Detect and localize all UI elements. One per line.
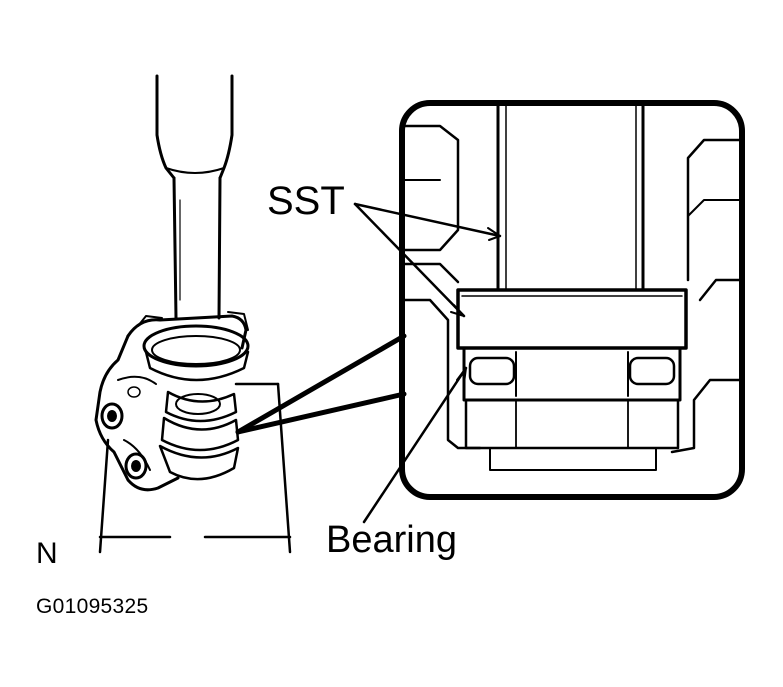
workbench-block	[98, 382, 292, 554]
magnified-view	[399, 100, 745, 500]
bearing-label: Bearing	[326, 519, 457, 561]
sst-tool	[456, 101, 688, 350]
figure-code-label: G01095325	[36, 595, 149, 618]
steering-gear-housing	[94, 311, 250, 492]
sst-leader-lines	[353, 202, 502, 318]
housing-bore	[464, 398, 680, 471]
bearing-leader-line	[362, 366, 468, 524]
bearing	[462, 346, 682, 402]
sst-label: SST	[267, 179, 345, 223]
view-letter-label: N	[36, 537, 58, 570]
magnify-leader	[235, 333, 407, 435]
press-tool-shaft	[155, 74, 234, 320]
